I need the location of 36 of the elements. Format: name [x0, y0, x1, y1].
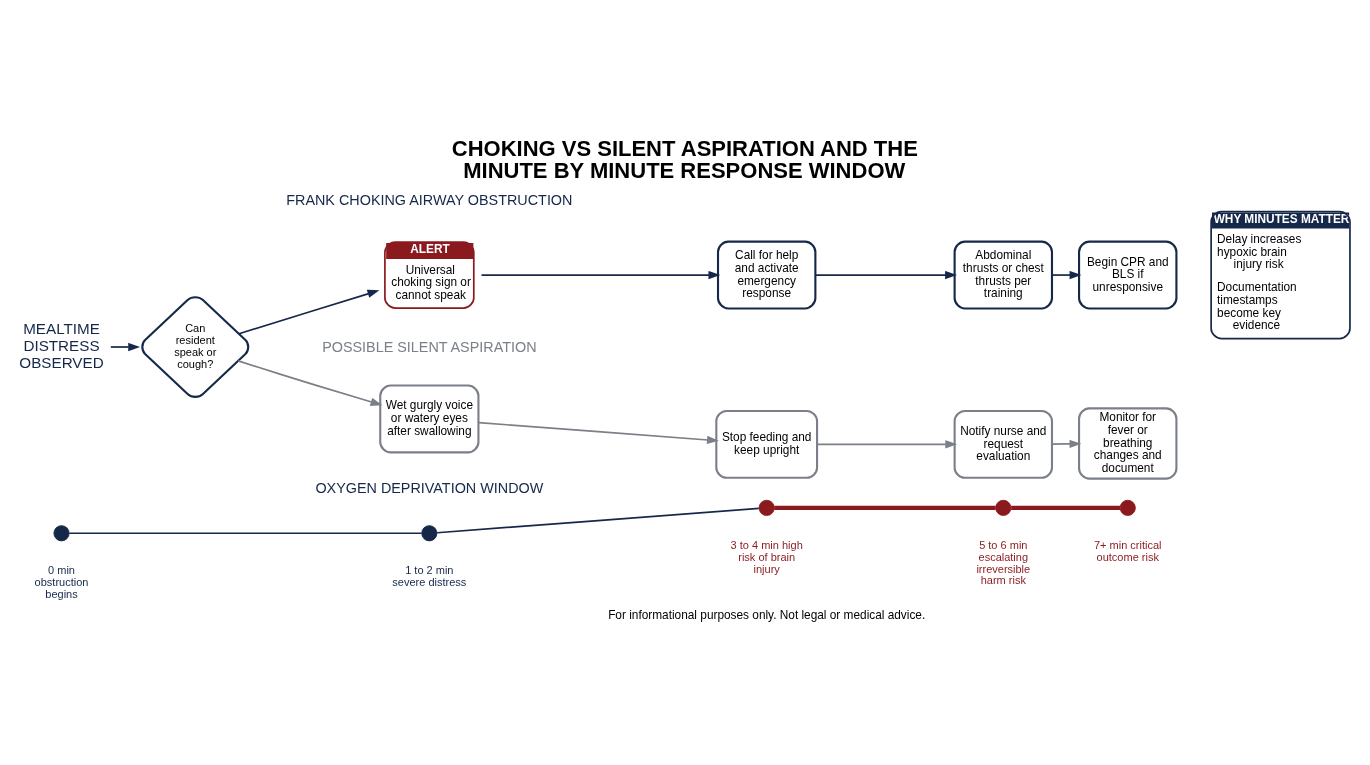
arrow [237, 359, 383, 406]
node-box: Wet gurgly voice or watery eyes after swallowing [379, 384, 480, 453]
node-label: 1 to 2 min severe distress [392, 563, 467, 588]
node-label: 5 to 6 min escalating irreversible harm risk [976, 538, 1031, 586]
connector [436, 507, 760, 534]
caption: For informational purposes only. Not legal or medical advice. [608, 607, 926, 622]
node-label: 7+ min critical outcome risk [1093, 538, 1162, 563]
arrow [814, 270, 957, 279]
node-circle [1119, 499, 1136, 516]
connector [1011, 505, 1120, 510]
node-label: 3 to 4 min high risk of brain injury [730, 538, 803, 575]
arrow [1051, 439, 1082, 448]
label: OXYGEN DEPRIVATION WINDOW [315, 479, 544, 496]
arrow [238, 289, 380, 335]
arrow [1051, 270, 1082, 279]
node-circle [53, 524, 70, 541]
arrow [816, 439, 958, 449]
label: POSSIBLE SILENT ASPIRATION [322, 338, 537, 355]
node-text: MEALTIME DISTRESS OBSERVED [19, 319, 104, 371]
arrow [477, 421, 719, 444]
arrow [480, 270, 721, 279]
node-label: 0 min obstruction begins [34, 563, 89, 600]
node-circle [421, 524, 438, 541]
node-box: Abdominal thrusts or chest thrusts per training [953, 240, 1054, 310]
node-box: Call for help and activate emergency response [716, 240, 817, 310]
node-circle [758, 499, 775, 516]
label: FRANK CHOKING AIRWAY OBSTRUCTION [286, 191, 573, 208]
connector [68, 531, 423, 534]
node-circle [995, 499, 1012, 516]
connector [774, 505, 996, 510]
diagram-title: CHOKING VS SILENT ASPIRATION AND THE MINUTE BY MINUTE RESPONSE WINDOW [451, 135, 918, 183]
arrow [109, 342, 141, 351]
node-box: Begin CPR and BLS if unresponsive [1078, 240, 1178, 310]
node-box: Notify nurse and request evaluation [953, 409, 1054, 479]
node-box: Stop feeding and keep upright [715, 409, 819, 479]
node-box: Monitor for fever or breathing changes and document [1078, 406, 1178, 480]
